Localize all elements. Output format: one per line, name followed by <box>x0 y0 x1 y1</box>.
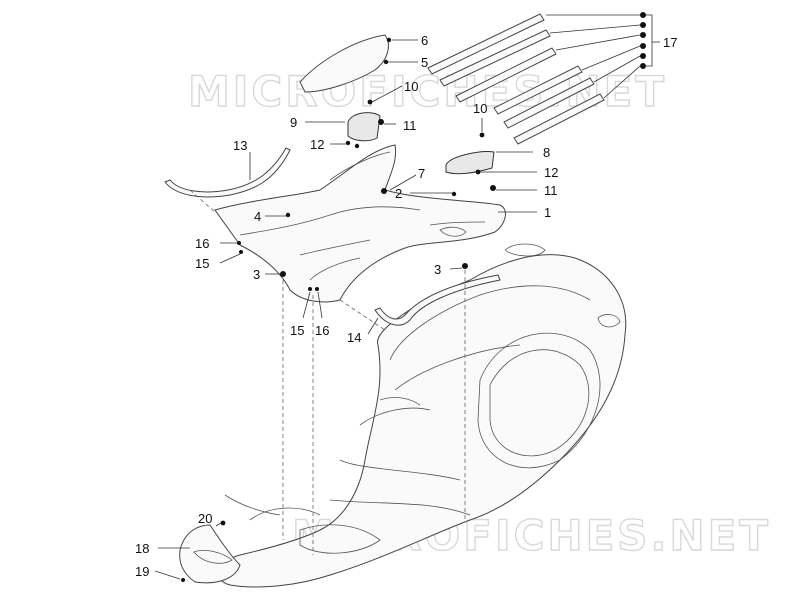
assembly-guides <box>189 189 466 555</box>
callout-13: 13 <box>233 138 247 153</box>
callout-14: 14 <box>347 330 361 345</box>
callout-10: 10 <box>473 101 487 116</box>
callout-15: 15 <box>195 256 209 271</box>
callout-5: 5 <box>421 55 428 70</box>
callout-1: 1 <box>544 205 551 220</box>
callout-20: 20 <box>198 511 212 526</box>
part-9-block <box>347 112 381 142</box>
callout-12: 12 <box>310 137 324 152</box>
callout-18: 18 <box>135 541 149 556</box>
part-8-block <box>445 151 495 175</box>
callout-2: 2 <box>395 186 402 201</box>
callout-17: 17 <box>663 35 677 50</box>
callout-7: 7 <box>418 166 425 181</box>
callout-19: 19 <box>135 564 149 579</box>
callout-labels: 6 5 10 9 11 12 13 7 2 4 16 15 3 10 8 12 … <box>135 33 677 579</box>
part-1-floorboard <box>214 144 506 303</box>
callout-15: 15 <box>290 323 304 338</box>
callout-12: 12 <box>544 165 558 180</box>
callout-11: 11 <box>544 183 558 198</box>
callout-11: 11 <box>403 118 417 133</box>
callout-8: 8 <box>543 145 550 160</box>
callout-16: 16 <box>315 323 329 338</box>
leader-lines <box>154 14 660 580</box>
hardware-fasteners <box>181 12 646 582</box>
part-13-trim-strip <box>164 147 291 198</box>
part-17-rubber-strips <box>427 13 605 145</box>
callout-9: 9 <box>290 115 297 130</box>
callout-4: 4 <box>254 209 261 224</box>
callout-6: 6 <box>421 33 428 48</box>
callout-10: 10 <box>404 79 418 94</box>
callout-3: 3 <box>434 262 441 277</box>
watermark-top: MICROFICHES.NET <box>188 67 667 116</box>
callout-16: 16 <box>195 236 209 251</box>
part-14-trim-strip <box>374 274 501 326</box>
scooter-frame <box>218 243 627 588</box>
part-18-side-cover <box>179 524 241 584</box>
part-5-cover <box>299 34 389 93</box>
callout-3: 3 <box>253 267 260 282</box>
